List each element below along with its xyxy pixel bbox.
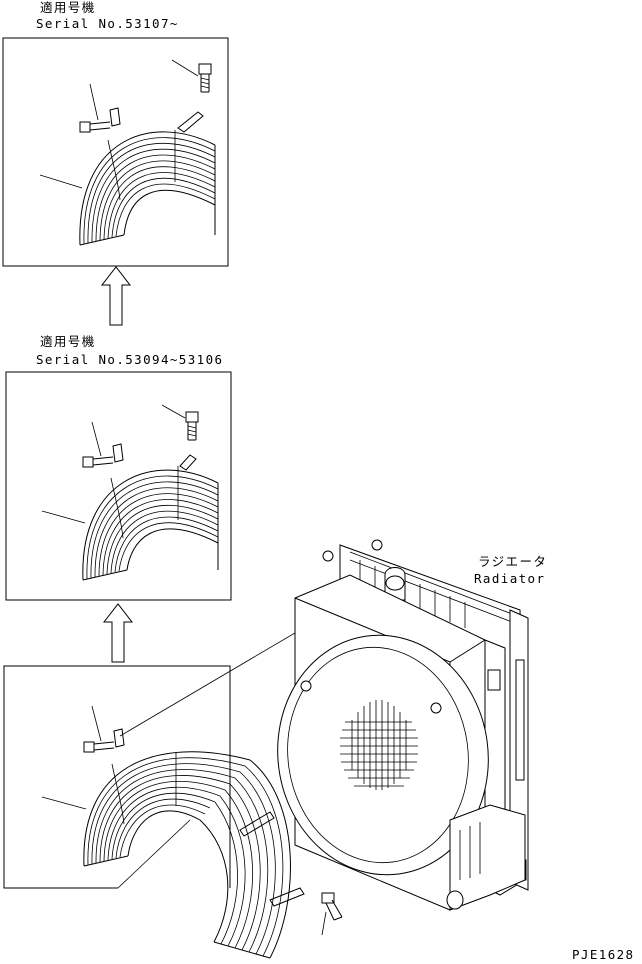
fan-mesh — [340, 700, 418, 790]
detail-box-mid — [5, 371, 232, 601]
shroud-guard-bottom — [83, 751, 251, 867]
bolt-icon-top-guard — [79, 107, 121, 133]
bolt-icon-bottom-guard — [83, 728, 125, 753]
drawing-code: PJE1628 — [572, 947, 635, 962]
radiator-assembly — [277, 539, 529, 911]
arrow-up-icon-1 — [100, 266, 132, 326]
shroud-guard-mid — [82, 466, 219, 581]
shroud-guard-top — [79, 130, 216, 246]
detail-box-top — [2, 37, 229, 267]
bolt-icon-bottom — [321, 892, 343, 921]
top-serial-label: Serial No.53107~ — [36, 16, 179, 31]
mid-applicable-label: 適用号機 — [40, 334, 96, 349]
radiator-en-label: Radiator — [474, 571, 546, 586]
bolt-icon-mid-guard — [82, 443, 124, 468]
bolt-icon-top — [198, 63, 212, 93]
shroud-guard-extension — [199, 759, 305, 959]
bolt-icon-mid — [185, 411, 199, 441]
detail-box-bottom — [3, 629, 343, 959]
top-applicable-label: 適用号機 — [40, 0, 96, 15]
radiator-jp-label: ラジエータ — [478, 554, 548, 569]
mid-serial-label: Serial No.53094~53106 — [36, 352, 224, 367]
arrow-up-icon-2 — [102, 603, 134, 663]
